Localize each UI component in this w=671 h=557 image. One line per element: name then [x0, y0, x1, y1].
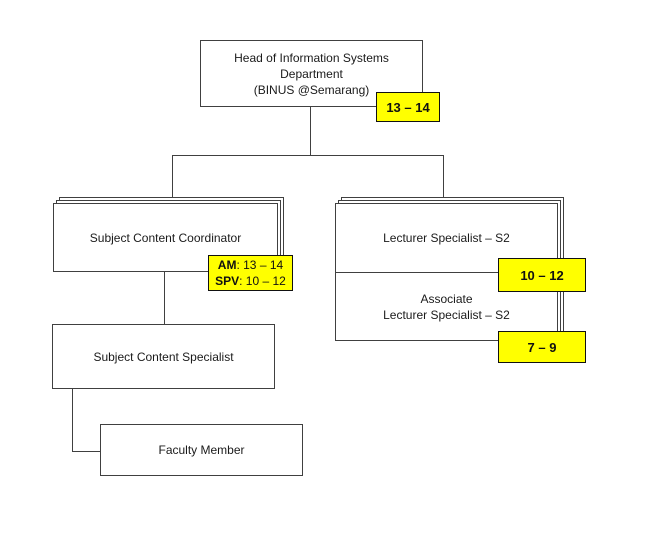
node-faculty-member: Faculty Member: [100, 424, 303, 476]
badge-lecturer-count: 10 – 12: [498, 258, 586, 292]
connector-root-down: [310, 107, 311, 155]
node-head-line-3: (BINUS @Semarang): [253, 82, 370, 97]
faculty-label: Faculty Member: [158, 443, 245, 457]
node-lecturer-specialist-group: Lecturer Specialist – S2 Associate Lectu…: [335, 203, 558, 341]
coordinator-label: Subject Content Coordinator: [89, 230, 242, 245]
badge-coordinator-am-role: AM: [217, 258, 237, 272]
badge-coordinator-line-spv: SPV: 10 – 12: [215, 273, 286, 289]
badge-coordinator-spv-role: SPV: [215, 274, 240, 288]
lecturer-label: Lecturer Specialist – S2: [383, 231, 510, 245]
specialist-label: Subject Content Specialist: [93, 349, 234, 364]
node-subject-content-specialist: Subject Content Specialist: [52, 324, 275, 389]
badge-coordinator-line-am: AM: 13 – 14: [218, 257, 283, 273]
node-lecturer-specialist-s2: Lecturer Specialist – S2: [336, 204, 557, 273]
badge-associate-count-value: 7 – 9: [527, 339, 557, 355]
connector-coordinator-specialist: [164, 272, 165, 324]
connector-right-branch-down: [443, 155, 444, 198]
badge-head-count-value: 13 – 14: [386, 99, 430, 115]
badge-associate-count: 7 – 9: [498, 331, 586, 363]
node-associate-lecturer-specialist-s2: Associate Lecturer Specialist – S2: [336, 273, 557, 340]
connector-branch-horizontal: [172, 155, 444, 156]
connector-specialist-faculty-vertical: [72, 389, 73, 452]
node-head-line-2: Department: [280, 66, 343, 81]
badge-coordinator-spv-range: : 10 – 12: [239, 274, 286, 288]
node-head-line-1: Head of Information Systems: [234, 50, 389, 65]
badge-coordinator-am-range: : 13 – 14: [236, 258, 284, 272]
badge-lecturer-count-value: 10 – 12: [520, 267, 564, 283]
badge-coordinator-counts: AM: 13 – 14 SPV: 10 – 12: [208, 255, 293, 291]
node-head-of-department: Head of Information Systems Department (…: [200, 40, 423, 107]
badge-head-count: 13 – 14: [376, 92, 440, 122]
associate-label-line-1: Associate: [420, 291, 473, 306]
connector-left-branch-down: [172, 155, 173, 198]
associate-label-line-2: Lecturer Specialist – S2: [383, 307, 510, 322]
connector-specialist-faculty-horizontal: [72, 451, 100, 452]
